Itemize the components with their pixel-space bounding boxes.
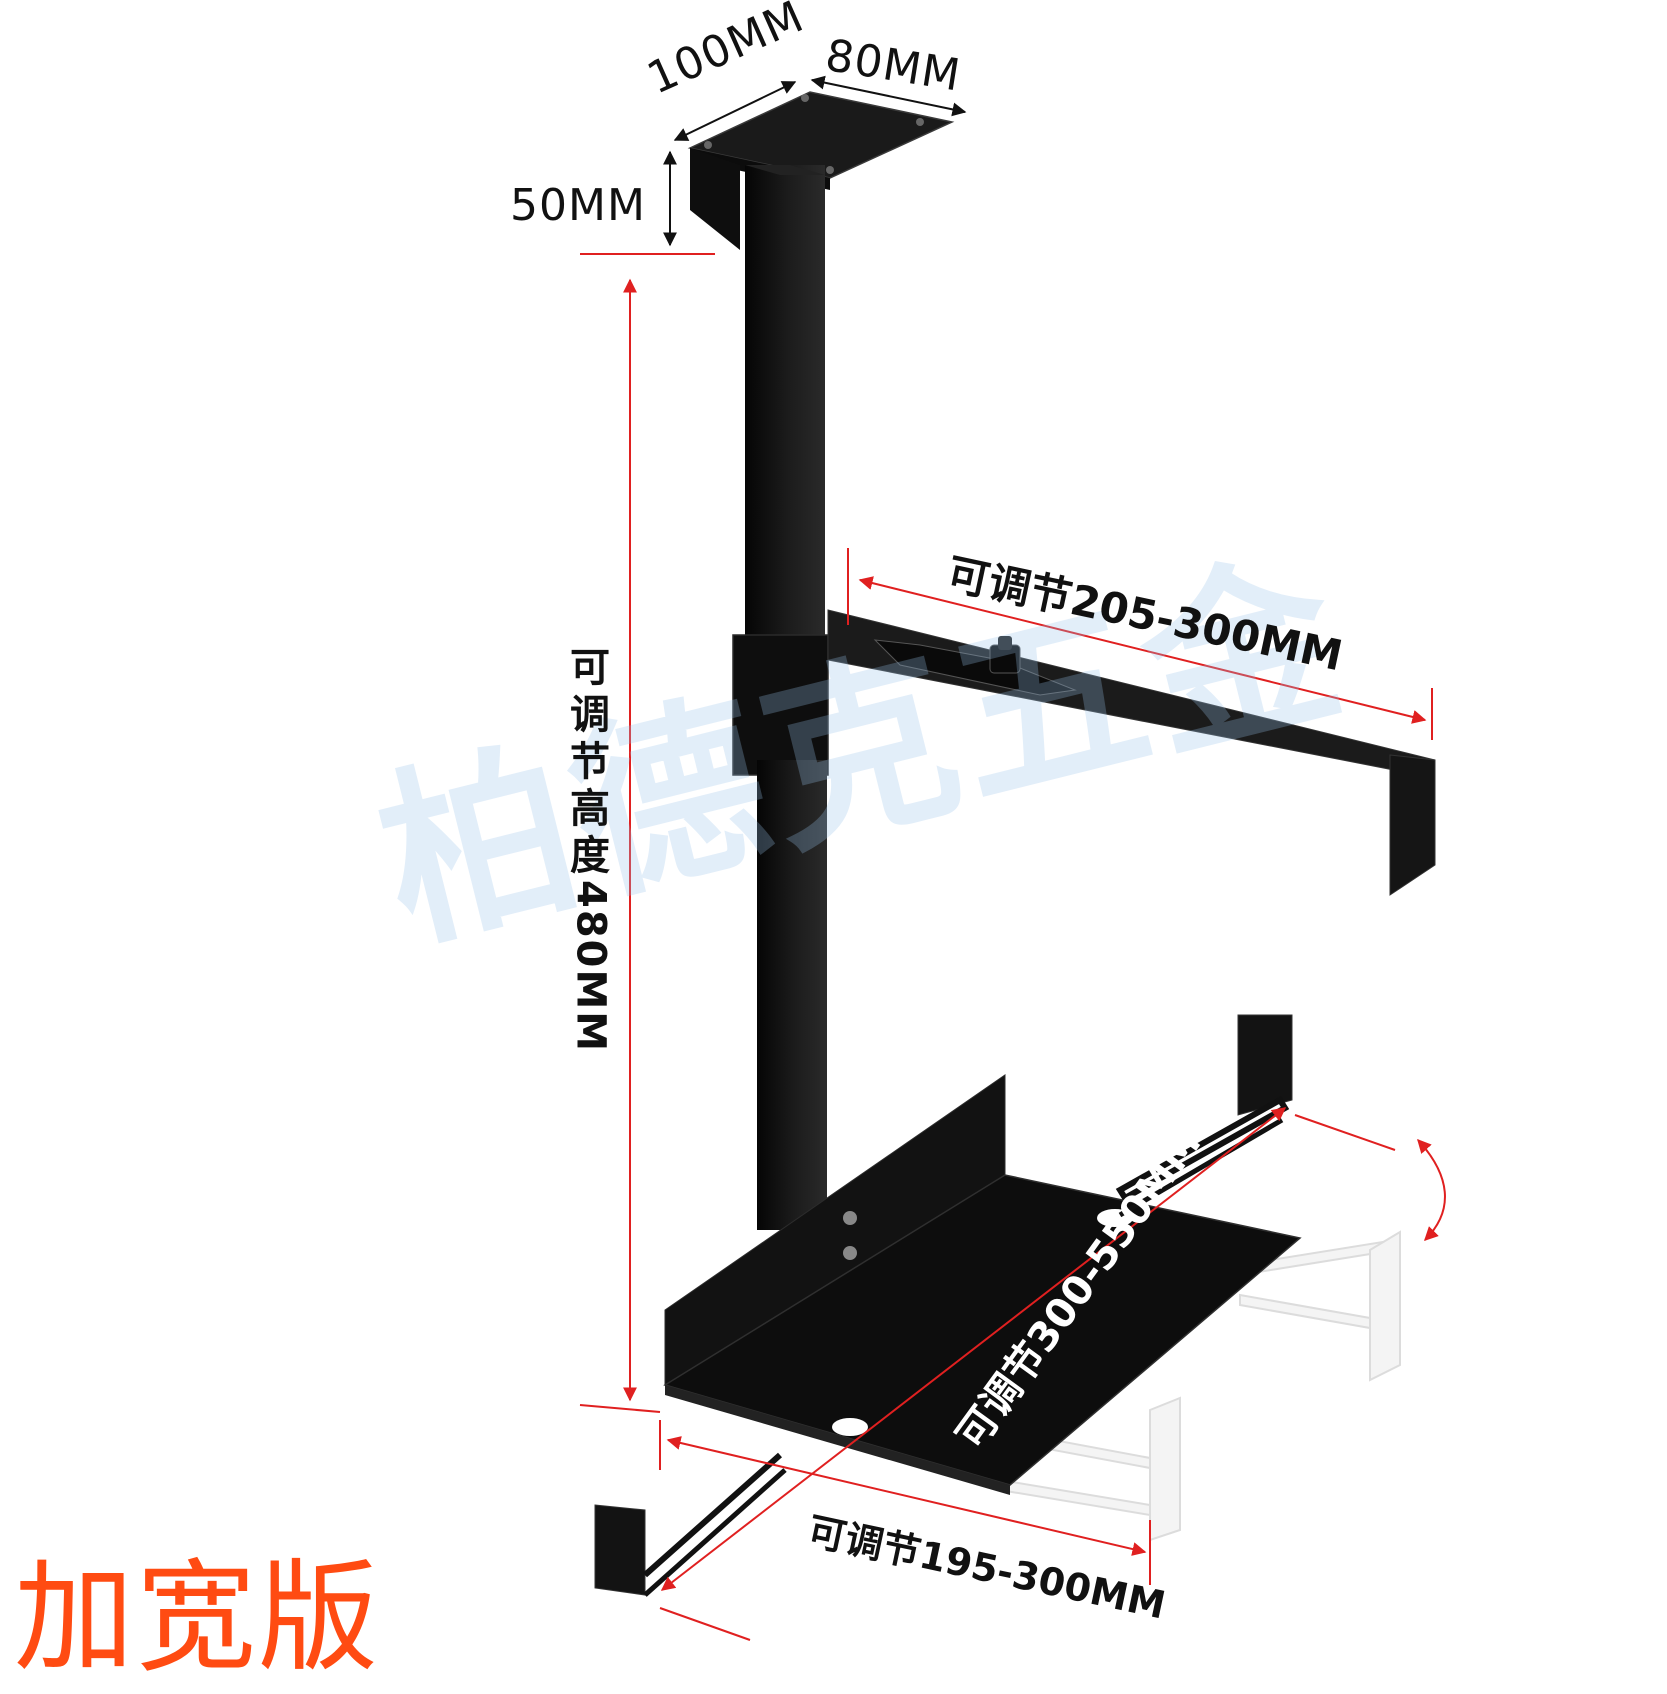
- height-label-char: 高: [570, 786, 610, 832]
- label-height-adjust: 可 调 节 高 度 480MM: [560, 645, 620, 1053]
- red-dimension-lines: [579, 253, 1446, 1641]
- height-label-char: 度: [570, 833, 610, 879]
- tray-front-bracket: [594, 1452, 787, 1597]
- height-label-char: 节: [570, 739, 610, 785]
- edition-label: 加宽版: [14, 1549, 380, 1688]
- height-label-char: 可: [570, 645, 610, 691]
- height-label-value: 480MM: [567, 880, 614, 1054]
- label-height-top: 50MM: [510, 180, 646, 231]
- top-dimension-lines: [663, 75, 967, 247]
- height-label-char: 调: [570, 692, 610, 738]
